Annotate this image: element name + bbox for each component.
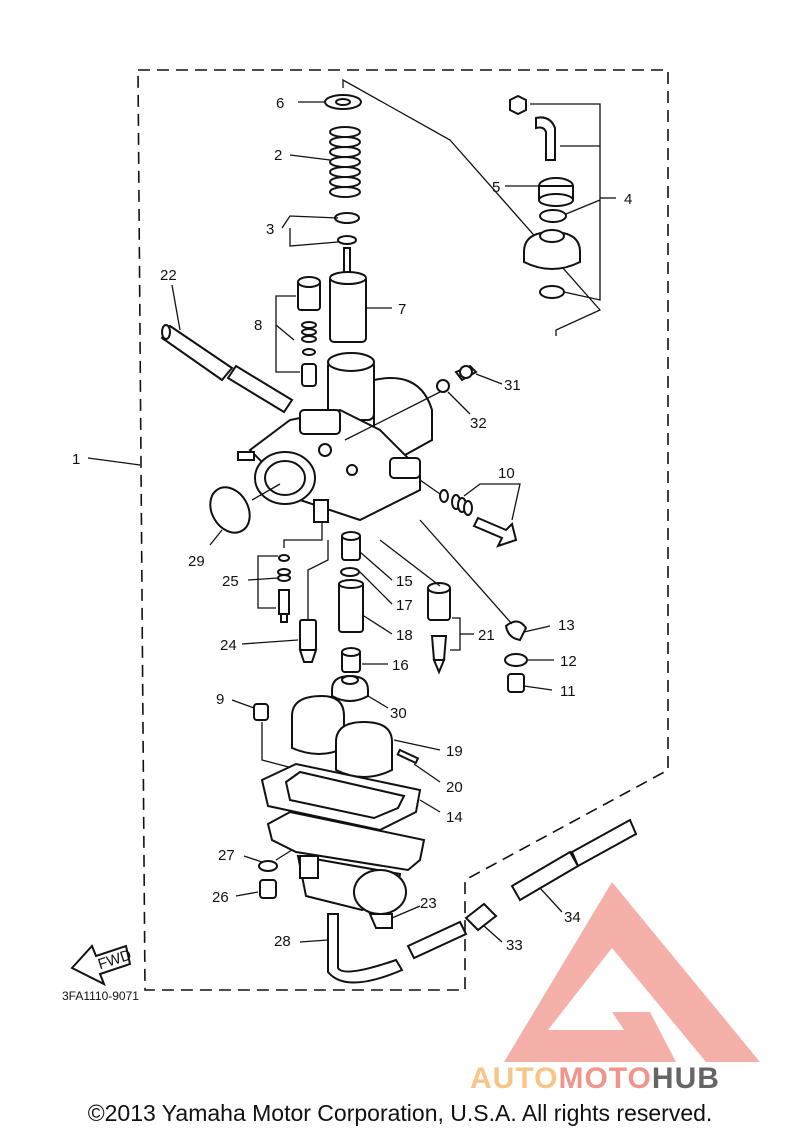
- spring-10: [451, 494, 473, 516]
- hose-28: [327, 913, 404, 984]
- o-ring-17: [340, 567, 360, 577]
- copyright-notice: ©2013 Yamaha Motor Corporation, U.S.A. A…: [87, 1100, 713, 1126]
- screw-9: [253, 703, 269, 721]
- washer-12: [504, 653, 528, 667]
- o-ring-29: [209, 486, 251, 534]
- callout-10: 10: [498, 465, 515, 482]
- leader-1: [87, 457, 141, 466]
- callout-26: 26: [212, 889, 229, 906]
- assembly-boundary: [137, 69, 669, 991]
- callout-17: 17: [396, 597, 413, 614]
- callout-6: 6: [276, 95, 284, 112]
- fwd-arrow-icon: [70, 944, 132, 987]
- callout-2: 2: [274, 147, 282, 164]
- callout-32: 32: [470, 415, 487, 432]
- logo-triangle-icon: [504, 882, 760, 1062]
- pin-20: [396, 748, 420, 765]
- callout-16: 16: [392, 657, 409, 674]
- fitting-33: [464, 902, 498, 932]
- callout-30: 30: [390, 705, 407, 722]
- callout-8: 8: [254, 317, 262, 334]
- callout-11: 11: [560, 683, 576, 700]
- callout-22: 22: [160, 267, 177, 284]
- callout-19: 19: [446, 743, 463, 760]
- logo-hub: HUB: [652, 1062, 720, 1095]
- clip-13: [504, 620, 528, 642]
- logo-moto: MOTO: [558, 1062, 651, 1095]
- clip-3a: [334, 212, 360, 224]
- washer-30: [331, 674, 369, 702]
- needle-jet-18: [338, 581, 364, 633]
- callout-13: 13: [558, 617, 575, 634]
- logo-auto: AUTO: [470, 1062, 558, 1095]
- nut-4: [509, 94, 527, 116]
- callout-24: 24: [220, 637, 237, 654]
- callout-1: 1: [72, 451, 80, 468]
- pilot-spring: [301, 321, 317, 343]
- callout-9: 9: [216, 691, 224, 708]
- pilot-jet-24: [299, 619, 317, 651]
- callout-31: 31: [504, 377, 521, 394]
- clip-4: [539, 285, 565, 299]
- pilot-set-25: [277, 554, 291, 623]
- float-chamber: [266, 810, 426, 915]
- hose-22: [160, 324, 234, 382]
- callout-14: 14: [446, 809, 463, 826]
- screw-23: [368, 913, 393, 929]
- ring-10: [439, 489, 449, 503]
- callout-12: 12: [560, 653, 577, 670]
- callout-29: 29: [188, 553, 205, 570]
- callout-15: 15: [396, 573, 413, 590]
- washer-4: [539, 209, 567, 223]
- svg-text:AUTOMOTOHUB: AUTOMOTOHUB: [470, 1062, 720, 1095]
- callout-25: 25: [222, 573, 239, 590]
- elbow-pipe: [535, 116, 556, 161]
- callout-3: 3: [266, 221, 274, 238]
- automotohub-logo: AUTOMOTOHUB: [470, 882, 760, 1095]
- callout-34: 34: [564, 909, 581, 926]
- callout-20: 20: [446, 779, 463, 796]
- callout-7: 7: [398, 301, 406, 318]
- screw-26: [259, 879, 277, 899]
- screw-11: [507, 673, 525, 693]
- screw-10: [472, 516, 518, 548]
- callout-21: 21: [478, 627, 495, 644]
- washer-27: [258, 860, 278, 872]
- callout-33: 33: [506, 937, 523, 954]
- callout-27: 27: [218, 847, 235, 864]
- washer-6-hole: [335, 98, 351, 106]
- callout-28: 28: [274, 933, 291, 950]
- callout-4: 4: [624, 191, 632, 208]
- carburetor-body-1: [237, 352, 433, 523]
- starter-nut: [523, 230, 581, 270]
- callout-5: 5: [492, 179, 500, 196]
- float-19: [291, 694, 393, 778]
- throttle-valve-7: [329, 275, 367, 343]
- catalog-code: 3FA1110-9071: [62, 989, 139, 1003]
- washer-32: [436, 379, 450, 393]
- callout-23: 23: [420, 895, 437, 912]
- callout-18: 18: [396, 627, 413, 644]
- clip-3b: [337, 235, 357, 245]
- spring-2: [329, 126, 361, 198]
